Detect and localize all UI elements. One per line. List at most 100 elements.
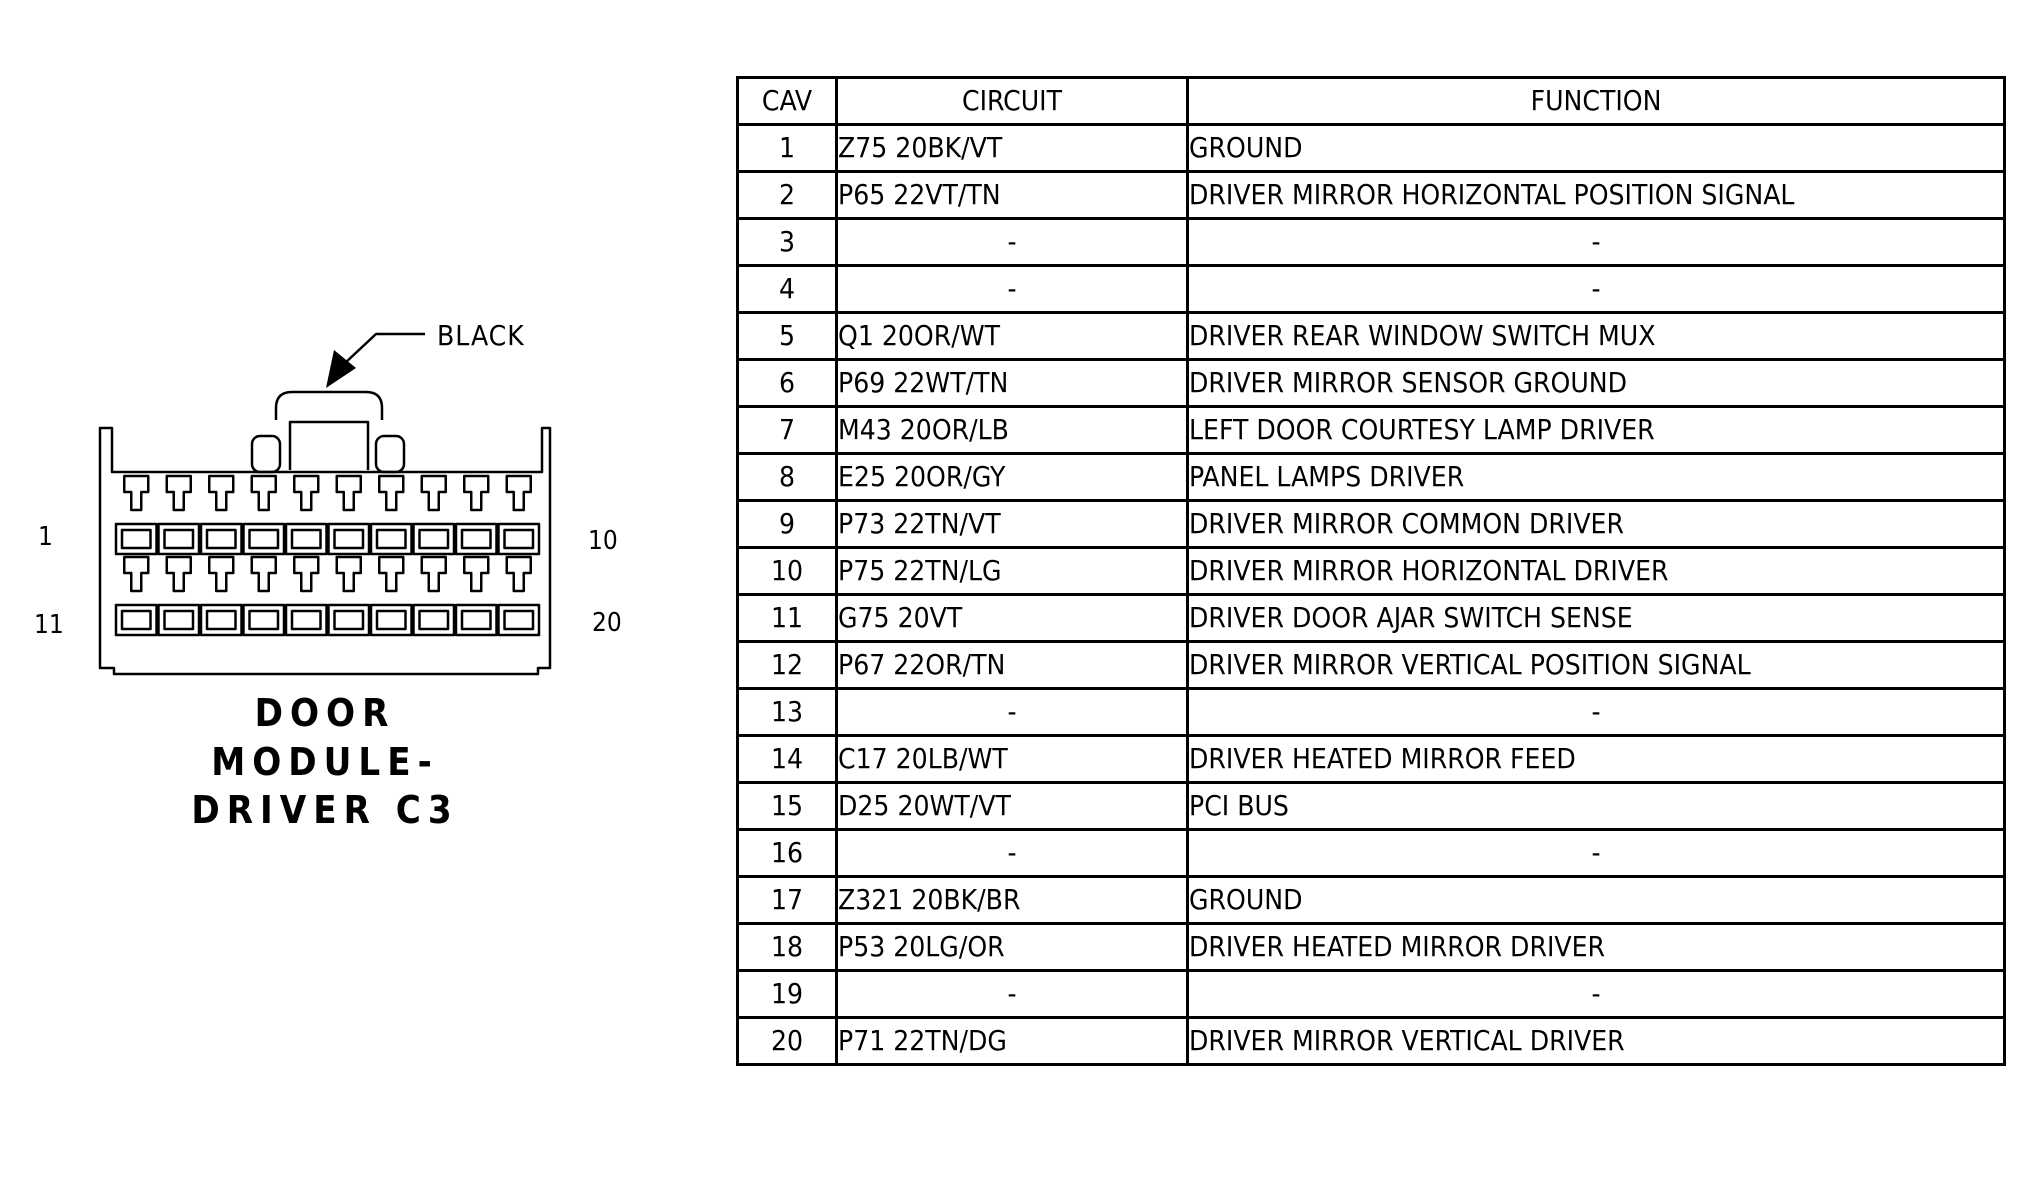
- cell-function: DRIVER HEATED MIRROR FEED: [1186, 734, 2006, 784]
- connector-diagram: [98, 332, 552, 676]
- terminal-tab: [378, 555, 405, 593]
- cell-function: -: [1186, 687, 2006, 737]
- cell-function: -: [1186, 969, 2006, 1019]
- terminal-tab: [505, 555, 532, 593]
- header-cav: CAV: [736, 76, 838, 126]
- cavity-slot: [327, 603, 371, 637]
- terminal-tab: [165, 555, 192, 593]
- cell-circuit: -: [835, 969, 1189, 1019]
- cell-cav: 2: [736, 170, 838, 220]
- cell-cav: 20: [736, 1016, 838, 1066]
- cavity-slot-inner: [120, 528, 152, 550]
- cell-function: PANEL LAMPS DRIVER: [1186, 452, 2006, 502]
- terminal-tab: [463, 555, 490, 593]
- pin-label-bottom-left: 11: [34, 610, 64, 640]
- cell-circuit: Z75 20BK/VT: [835, 123, 1189, 173]
- cavity-slot: [412, 603, 456, 637]
- table-header-row: CAV CIRCUIT FUNCTION: [736, 76, 2006, 126]
- cavity-slot: [284, 603, 328, 637]
- cavity-slot: [242, 522, 286, 556]
- cell-cav: 10: [736, 546, 838, 596]
- cell-function: -: [1186, 828, 2006, 878]
- table-row: 19--: [736, 969, 2006, 1019]
- cell-cav: 12: [736, 640, 838, 690]
- terminal-tab: [165, 474, 192, 512]
- connector-caption-line-2: MODULE-: [211, 740, 439, 784]
- cell-cav: 4: [736, 264, 838, 314]
- cell-cav: 8: [736, 452, 838, 502]
- cavity-slot-inner: [205, 609, 237, 631]
- cavity-slot: [242, 603, 286, 637]
- connector-caption-line-1: DOOR: [254, 691, 396, 735]
- cell-circuit: G75 20VT: [835, 593, 1189, 643]
- table-row: 13--: [736, 687, 2006, 737]
- callout-leader: [343, 332, 425, 365]
- cavity-slot-inner: [290, 528, 322, 550]
- cavity-slot: [114, 603, 158, 637]
- cavity-slot-inner: [163, 528, 195, 550]
- callout-label-black: BLACK: [437, 319, 525, 352]
- cell-circuit: C17 20LB/WT: [835, 734, 1189, 784]
- cavity-slot-inner: [205, 528, 237, 550]
- cell-function: GROUND: [1186, 875, 2006, 925]
- cell-function: PCI BUS: [1186, 781, 2006, 831]
- terminal-tab: [208, 555, 235, 593]
- cavity-slot: [284, 522, 328, 556]
- cell-circuit: -: [835, 687, 1189, 737]
- terminal-tab: [293, 555, 320, 593]
- cell-circuit: P71 22TN/DG: [835, 1016, 1189, 1066]
- cavity-slot: [497, 603, 541, 637]
- cell-circuit: P67 22OR/TN: [835, 640, 1189, 690]
- cavity-slot-inner: [503, 528, 535, 550]
- cavity-slot: [454, 603, 498, 637]
- cell-cav: 15: [736, 781, 838, 831]
- cell-cav: 18: [736, 922, 838, 972]
- cavity-slot-inner: [375, 609, 407, 631]
- cell-circuit: D25 20WT/VT: [835, 781, 1189, 831]
- cell-circuit: -: [835, 264, 1189, 314]
- cell-cav: 6: [736, 358, 838, 408]
- cell-cav: 19: [736, 969, 838, 1019]
- cavity-slot-inner: [460, 609, 492, 631]
- cavity-slot-inner: [248, 609, 280, 631]
- cell-cav: 17: [736, 875, 838, 925]
- cavity-slot-inner: [120, 609, 152, 631]
- cavity-slot: [497, 522, 541, 556]
- cell-circuit: P75 22TN/LG: [835, 546, 1189, 596]
- cell-function: DRIVER MIRROR HORIZONTAL POSITION SIGNAL: [1186, 170, 2006, 220]
- cell-function: -: [1186, 264, 2006, 314]
- pin-label-bottom-right: 20: [592, 608, 622, 638]
- cavity-slot: [157, 522, 201, 556]
- cavity-slot-inner: [503, 609, 535, 631]
- cavity-slot-inner: [163, 609, 195, 631]
- cavity-rows: [114, 474, 541, 637]
- header-circuit: CIRCUIT: [835, 76, 1189, 126]
- terminal-tab: [463, 474, 490, 512]
- terminal-tab: [420, 555, 447, 593]
- cell-function: DRIVER DOOR AJAR SWITCH SENSE: [1186, 593, 2006, 643]
- cell-function: DRIVER MIRROR COMMON DRIVER: [1186, 499, 2006, 549]
- cell-cav: 16: [736, 828, 838, 878]
- terminal-tab: [123, 555, 150, 593]
- table-row: 16--: [736, 828, 2006, 878]
- cell-cav: 1: [736, 123, 838, 173]
- cell-function: GROUND: [1186, 123, 2006, 173]
- cell-circuit: E25 20OR/GY: [835, 452, 1189, 502]
- cell-cav: 13: [736, 687, 838, 737]
- latch-inner: [288, 420, 370, 470]
- terminal-tab: [250, 474, 277, 512]
